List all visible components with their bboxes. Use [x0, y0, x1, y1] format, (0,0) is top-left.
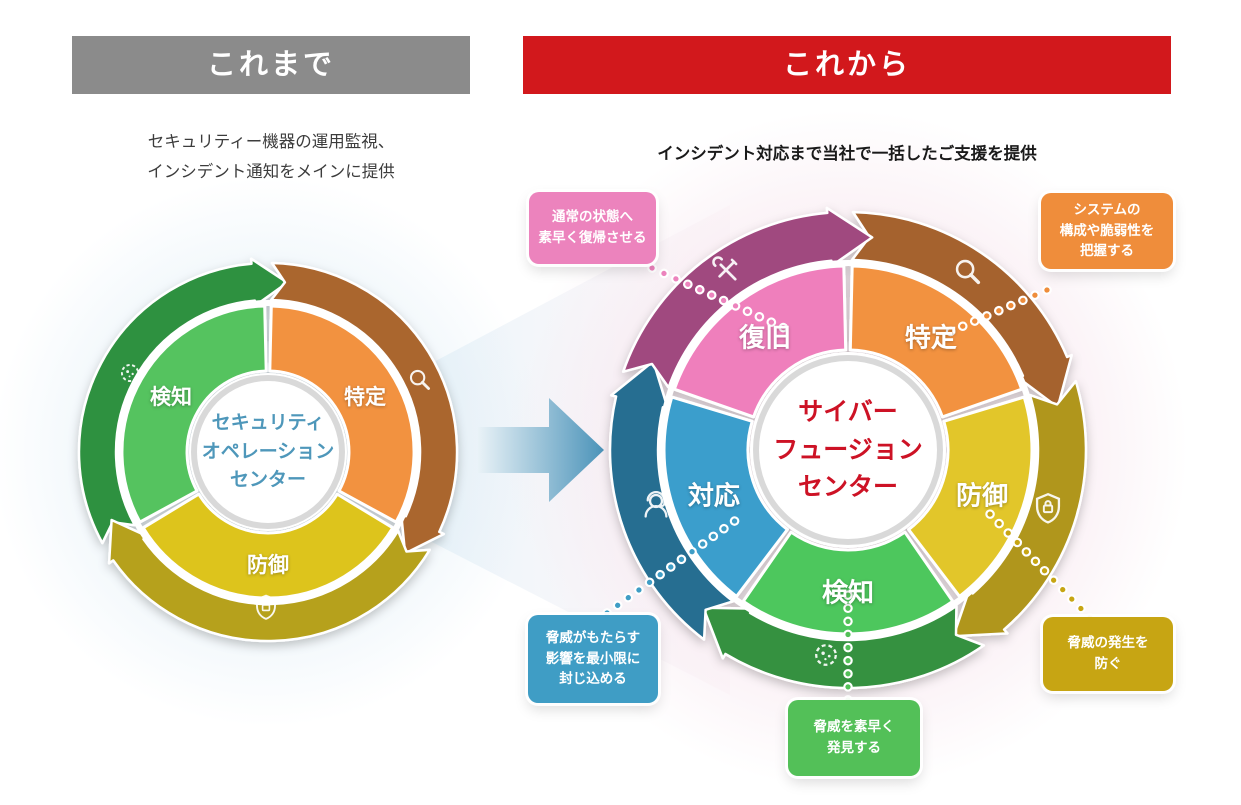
inner-segment	[907, 395, 1034, 598]
shield-lock-icon	[1035, 492, 1061, 524]
wheel	[77, 257, 459, 643]
connector-dots	[604, 517, 739, 616]
inner-segment	[141, 492, 395, 600]
connector-dots	[985, 509, 1093, 621]
connector-dots	[649, 265, 796, 335]
inner-segment	[672, 264, 848, 419]
inner-segment	[268, 304, 416, 524]
transition-arrow-icon	[478, 398, 604, 502]
wheel-layer	[77, 206, 1088, 690]
virus-icon	[120, 363, 140, 383]
connector-layer	[602, 263, 1095, 705]
virus-icon	[815, 644, 837, 666]
center-ring	[753, 355, 943, 545]
connector-dots	[944, 287, 1050, 336]
magnifier-icon	[409, 369, 430, 390]
inner-segment	[848, 264, 1024, 419]
headset-icon	[644, 491, 668, 518]
inner-segment	[741, 530, 955, 636]
ring-gap	[116, 300, 420, 604]
inner-segment	[120, 304, 268, 524]
outer-arrow-segment	[269, 261, 459, 555]
center-ring	[191, 375, 345, 529]
magnifier-icon	[955, 259, 981, 285]
shield-lock-icon	[256, 594, 276, 620]
tools-icon	[712, 256, 738, 281]
